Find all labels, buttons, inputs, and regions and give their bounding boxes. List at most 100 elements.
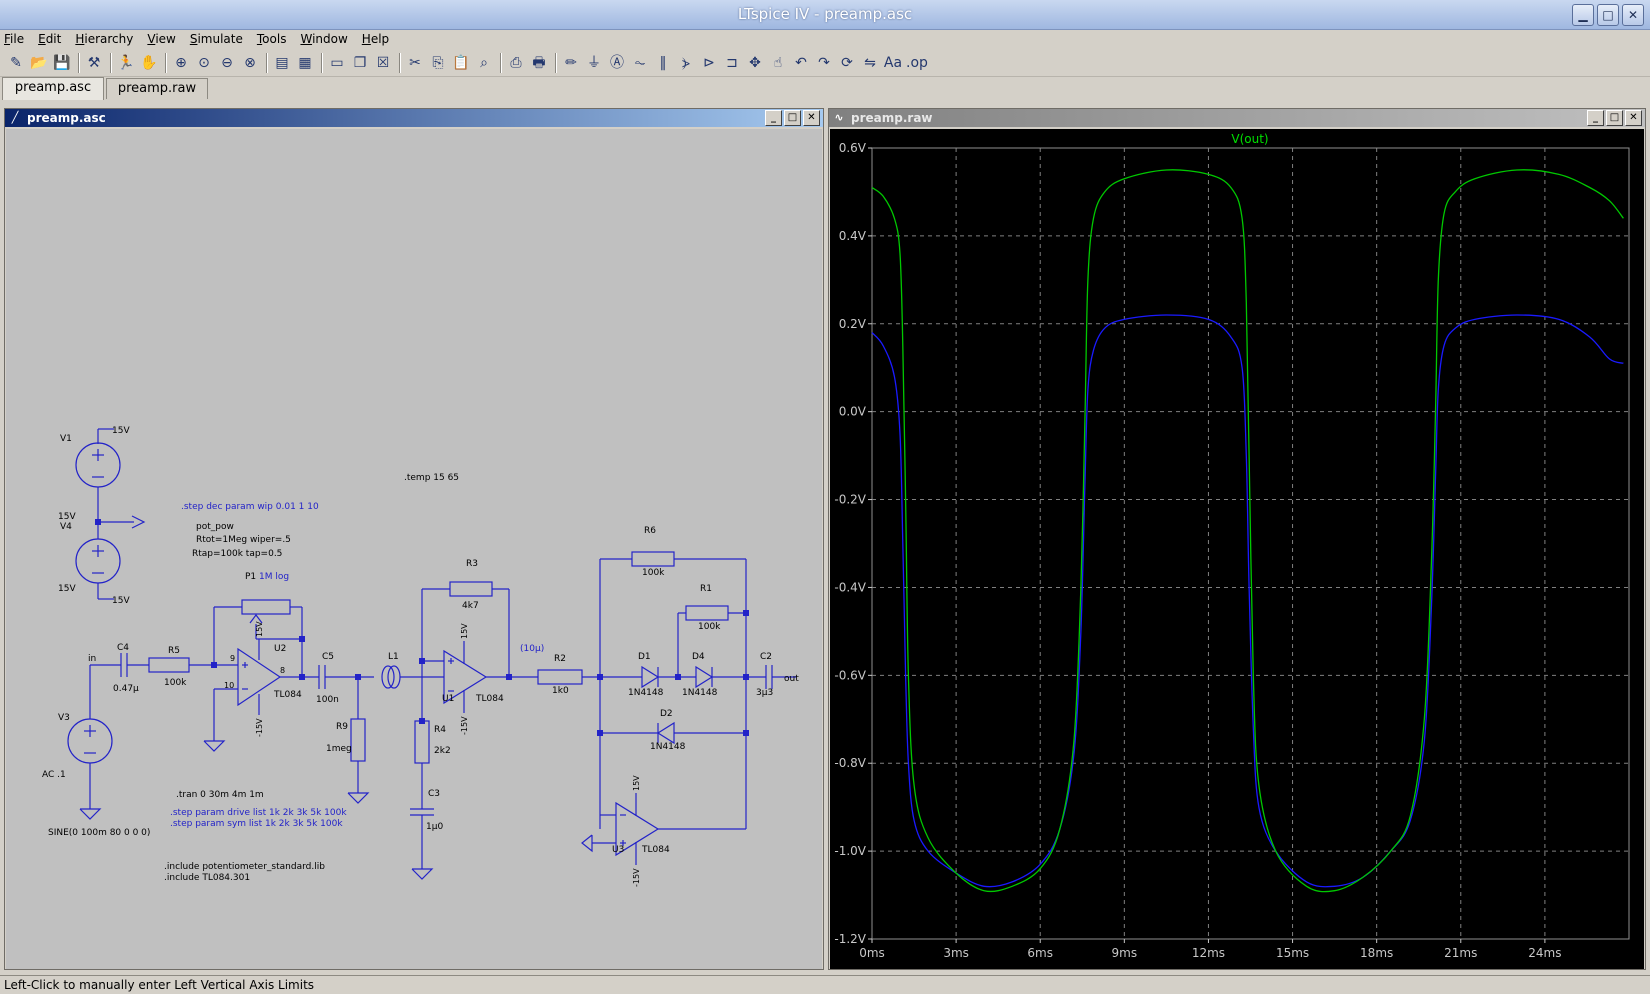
toolbar-separator <box>555 53 556 73</box>
minimize-button[interactable]: ▁ <box>1572 4 1594 26</box>
window-titlebar: LTspice IV - preamp.asc ▁ □ ✕ <box>0 0 1650 30</box>
new-schematic-icon[interactable]: ✎ <box>10 55 22 71</box>
find-icon[interactable]: ⌕ <box>480 55 488 71</box>
series-blue-trace[interactable] <box>871 314 1624 888</box>
paste-icon[interactable]: 📋 <box>452 55 470 71</box>
x-tick-label[interactable]: 21ms <box>1444 946 1477 960</box>
component-icon[interactable]: ⊐ <box>726 55 738 71</box>
undo-icon[interactable]: ↶ <box>795 55 807 71</box>
menu-bar: File Edit Hierarchy View Simulate Tools … <box>0 29 1650 49</box>
mirror-icon[interactable]: ⇋ <box>864 55 876 71</box>
y-tick-label[interactable]: -1.0V <box>834 844 866 858</box>
cascade-icon[interactable]: ❐ <box>353 55 367 71</box>
y-tick-label[interactable]: -1.2V <box>834 932 866 946</box>
halt-icon[interactable]: ✋ <box>140 55 158 71</box>
zoom-in-icon[interactable]: ⊕ <box>175 55 187 71</box>
tile-horizontal-icon[interactable]: ▭ <box>330 55 344 71</box>
trace-label-vout[interactable]: V(out) <box>1231 132 1268 146</box>
menu-tools[interactable]: Tools <box>256 32 287 46</box>
run-icon[interactable]: 🏃 <box>117 55 135 71</box>
x-tick-label[interactable]: 3ms <box>943 946 969 960</box>
menu-file[interactable]: File <box>4 32 25 46</box>
label-v1: V1 <box>60 434 72 444</box>
move-icon[interactable]: ✥ <box>749 55 761 71</box>
menu-simulate[interactable]: Simulate <box>189 32 243 46</box>
label-c4: C4 <box>117 643 129 653</box>
toolbar-separator <box>399 53 400 73</box>
diode-icon[interactable]: ⊳ <box>703 55 715 71</box>
schematic-close-button[interactable]: ✕ <box>803 110 820 126</box>
menu-window[interactable]: Window <box>300 32 348 46</box>
plot-minimize-button[interactable]: _ <box>1587 110 1604 126</box>
x-tick-label[interactable]: 6ms <box>1027 946 1053 960</box>
menu-hierarchy[interactable]: Hierarchy <box>75 32 134 46</box>
label-d4: D4 <box>692 652 705 662</box>
text-icon[interactable]: Aa <box>883 55 903 71</box>
series-green-trace[interactable] <box>871 169 1624 893</box>
y-tick-label[interactable]: -0.6V <box>834 668 866 682</box>
menu-edit[interactable]: Edit <box>38 32 62 46</box>
plot-maximize-button[interactable]: □ <box>1606 110 1623 126</box>
x-tick-label[interactable]: 15ms <box>1276 946 1309 960</box>
y-tick-label[interactable]: 0.2V <box>839 317 867 331</box>
label-p1: P1 <box>245 572 256 582</box>
label-d2: D2 <box>660 709 673 719</box>
waveform-plot[interactable]: V(out) 0.6V 0.4V 0.2V 0.0V -0.2V -0.4V -0.6V -0… <box>830 129 1644 969</box>
label-c3: C3 <box>428 789 440 799</box>
spice-directive-icon[interactable]: .op <box>906 55 928 71</box>
label-r2: R2 <box>554 654 566 664</box>
capacitor-icon[interactable]: ‖ <box>659 55 667 71</box>
label-u1-vminus: -15V <box>460 716 469 735</box>
y-tick-label[interactable]: -0.8V <box>834 756 866 770</box>
label-u2-vminus: -15V <box>255 718 264 737</box>
x-tick-label[interactable]: 9ms <box>1112 946 1138 960</box>
label-r4: R4 <box>434 725 446 735</box>
y-tick-label[interactable]: 0.4V <box>839 229 867 243</box>
y-tick-label[interactable]: 0.6V <box>839 141 867 155</box>
wire-icon[interactable]: ✏ <box>565 55 577 71</box>
open-icon[interactable]: 📂 <box>30 55 48 71</box>
view-fft-icon[interactable]: ▦ <box>298 55 312 71</box>
label-include1: .include potentiometer_standard.lib <box>164 862 325 872</box>
redo-icon[interactable]: ↷ <box>818 55 830 71</box>
inductor-icon[interactable]: ⦔ <box>682 55 690 71</box>
close-window-icon[interactable]: ☒ <box>376 55 390 71</box>
autorange-icon[interactable]: ▤ <box>275 55 289 71</box>
drag-icon[interactable]: ☝ <box>773 55 783 71</box>
zoom-pan-icon[interactable]: ⊙ <box>198 55 210 71</box>
schematic-maximize-button[interactable]: □ <box>784 110 801 126</box>
y-tick-label[interactable]: -0.2V <box>834 493 866 507</box>
print-setup-icon[interactable]: ⎙ <box>510 55 522 71</box>
tab-preamp-raw[interactable]: preamp.raw <box>106 78 208 99</box>
cut-icon[interactable]: ✂ <box>409 55 421 71</box>
x-tick-label[interactable]: 12ms <box>1192 946 1225 960</box>
schematic-canvas[interactable]: V1 15V 15V V4 15V 15V V3 AC .1 SINE(0 10… <box>6 129 822 969</box>
plot-close-button[interactable]: ✕ <box>1625 110 1642 126</box>
label-icon[interactable]: Ⓐ <box>610 55 624 71</box>
y-tick-label[interactable]: -0.4V <box>834 580 866 594</box>
menu-help[interactable]: Help <box>361 32 390 46</box>
zoom-fit-icon[interactable]: ⊗ <box>244 55 256 71</box>
zoom-out-icon[interactable]: ⊖ <box>221 55 233 71</box>
control-panel-icon[interactable]: ⚒ <box>87 55 101 71</box>
label-r5: R5 <box>168 646 180 656</box>
maximize-button[interactable]: □ <box>1597 4 1619 26</box>
x-tick-label[interactable]: 0ms <box>859 946 885 960</box>
rotate-icon[interactable]: ⟳ <box>841 55 853 71</box>
ground-icon[interactable]: ⏚ <box>587 55 601 71</box>
save-icon[interactable]: 💾 <box>53 55 71 71</box>
copy-icon[interactable]: ⎘ <box>432 55 444 71</box>
x-tick-label[interactable]: 24ms <box>1528 946 1561 960</box>
y-tick-label[interactable]: 0.0V <box>839 405 867 419</box>
label-u3-vplus: 15V <box>632 775 641 791</box>
label-l1-value: (10µ) <box>520 644 544 654</box>
toolbar-separator <box>266 53 267 73</box>
resistor-icon[interactable]: ⏦ <box>634 55 646 71</box>
tab-preamp-asc[interactable]: preamp.asc <box>2 77 104 100</box>
label-step-wip: .step dec param wip 0.01 1 10 <box>181 502 319 512</box>
close-button[interactable]: ✕ <box>1622 4 1644 26</box>
menu-view[interactable]: View <box>147 32 176 46</box>
schematic-minimize-button[interactable]: _ <box>765 110 782 126</box>
print-icon[interactable]: 🖶 <box>532 55 546 71</box>
x-tick-label[interactable]: 18ms <box>1360 946 1393 960</box>
